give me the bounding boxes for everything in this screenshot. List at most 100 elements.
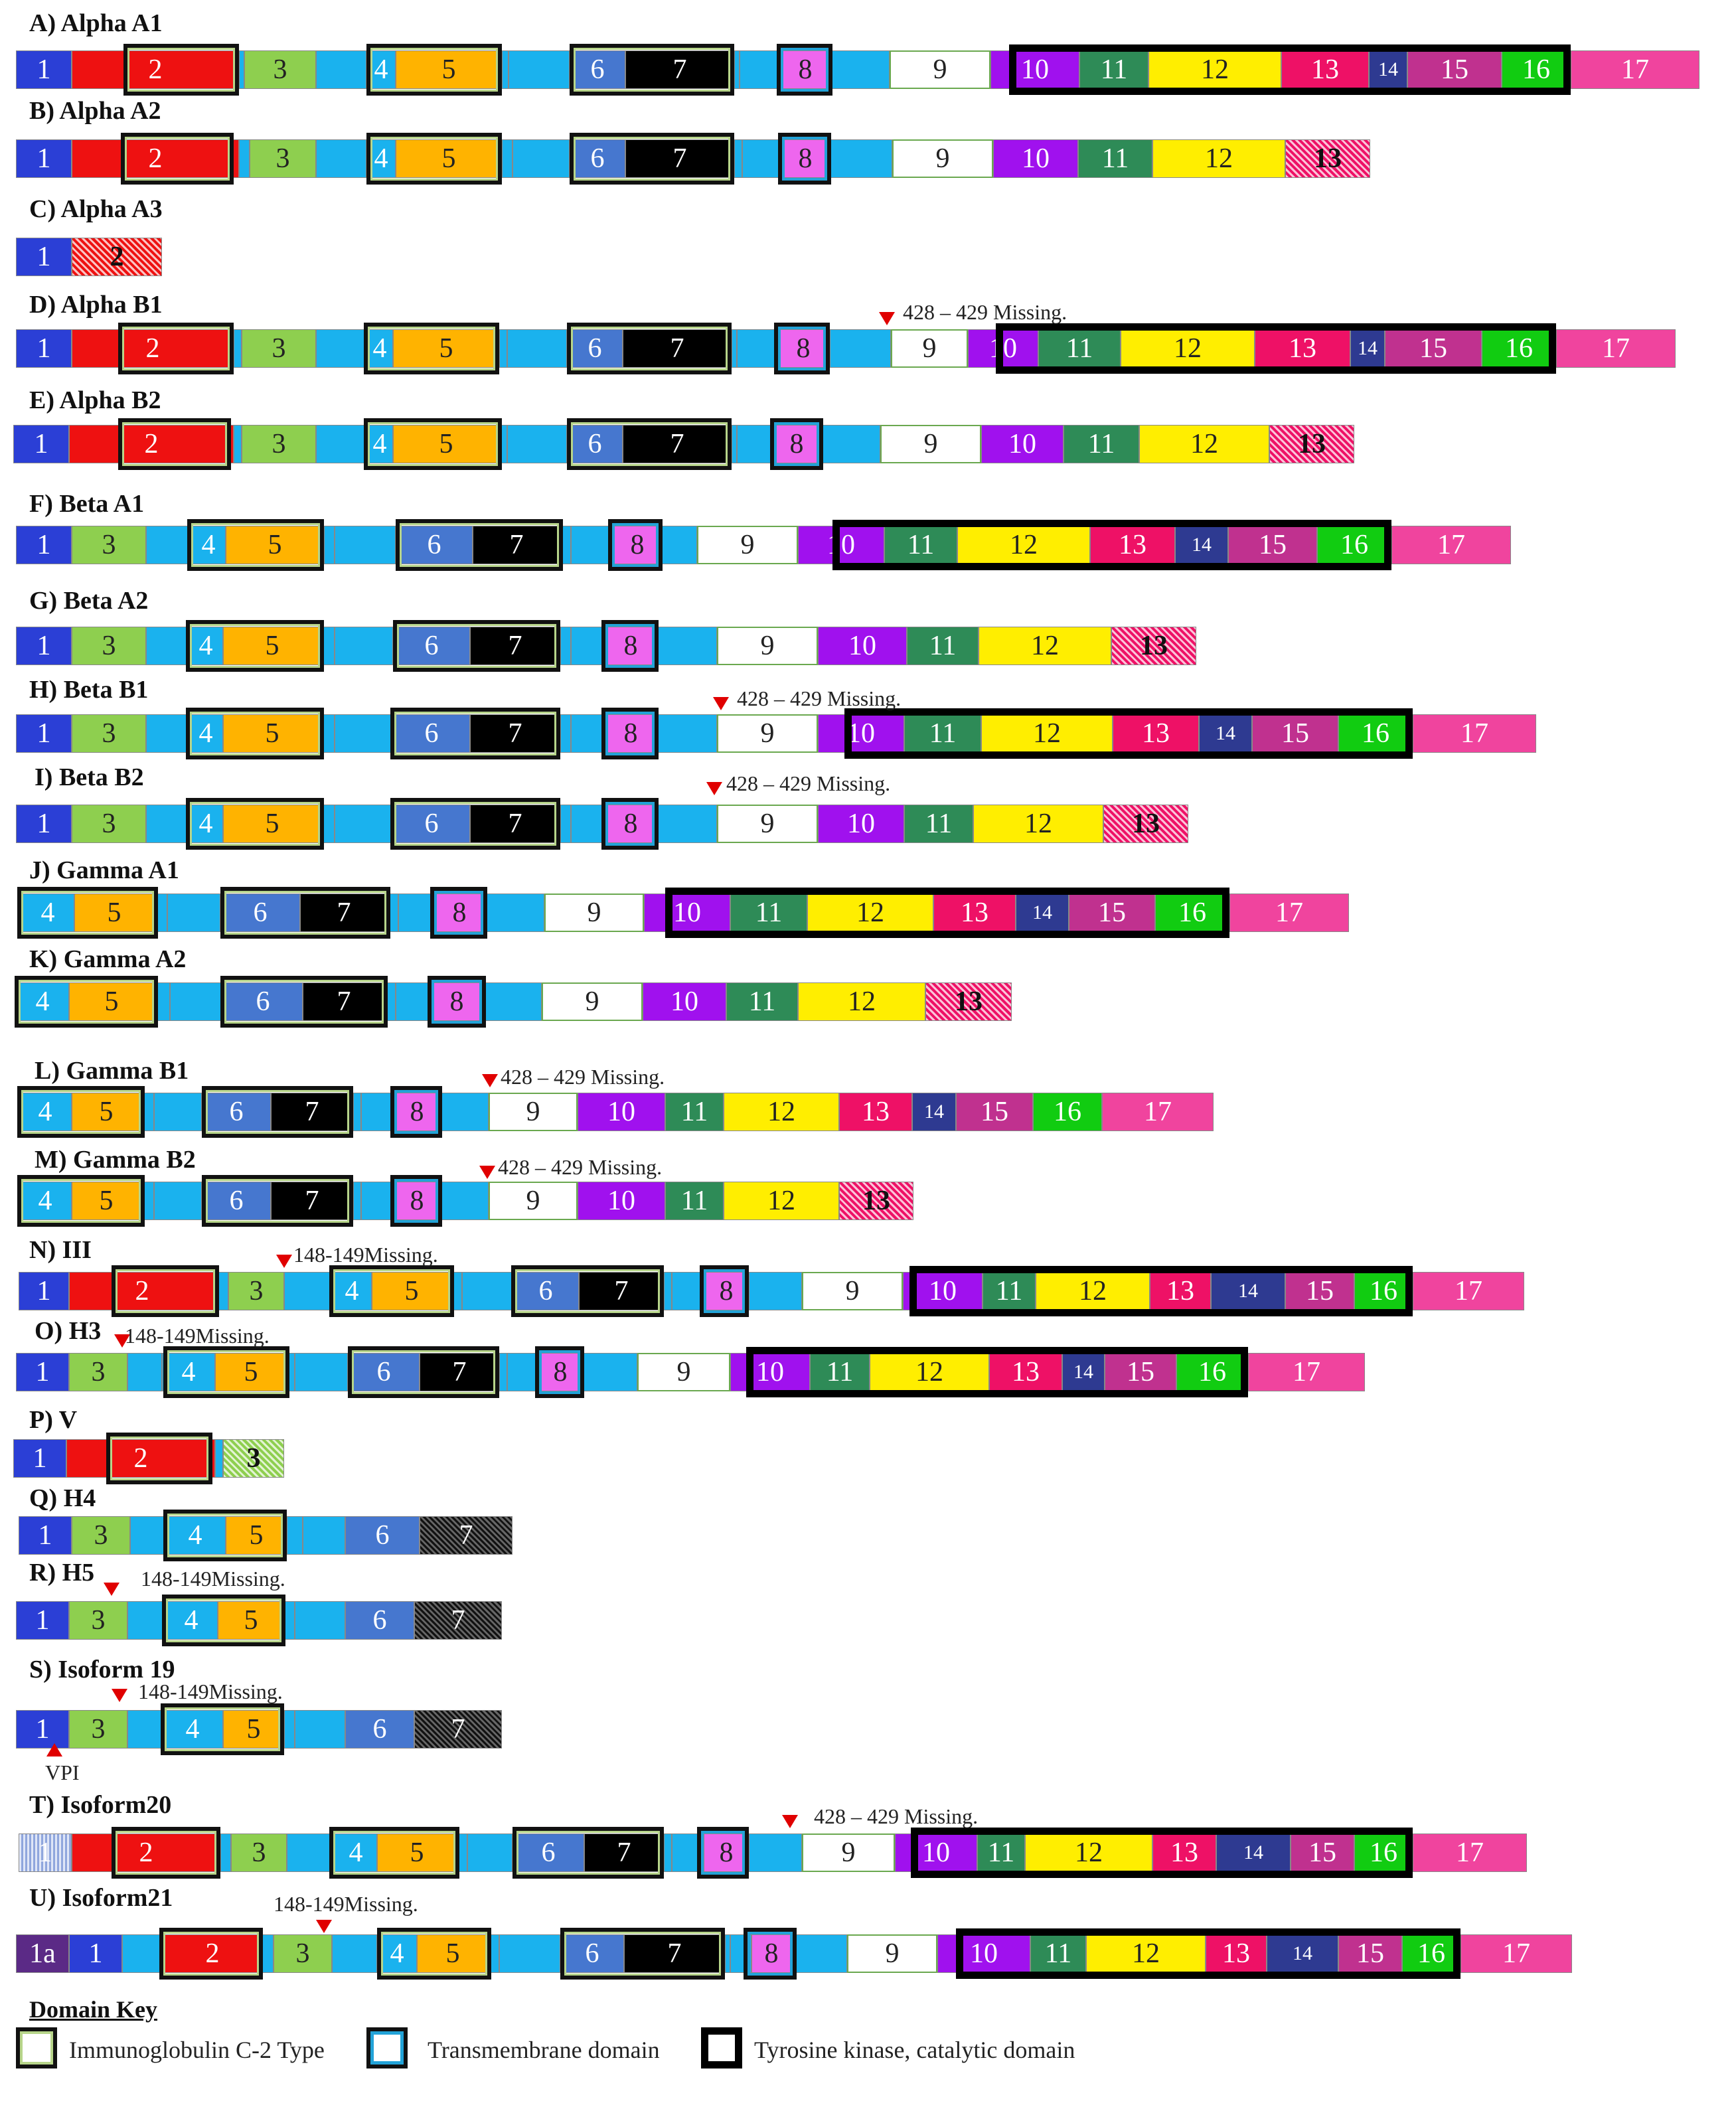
- exon-linker: [234, 425, 242, 463]
- exon-6: 6: [223, 982, 303, 1021]
- exon-10: 10: [937, 1934, 1030, 1973]
- exon-linker: [513, 139, 570, 178]
- exon-7: 7: [271, 1093, 353, 1131]
- exon-linker: [127, 1710, 162, 1749]
- exon-linker: [509, 50, 570, 89]
- exon-11: 11: [730, 894, 807, 932]
- exon-11: 11: [1064, 425, 1139, 463]
- exon-7: 7: [625, 139, 734, 178]
- exon-linker: [332, 1934, 377, 1973]
- exon-1: 1: [19, 1516, 72, 1555]
- exon-14: 14: [1175, 526, 1228, 564]
- exon-9: 9: [847, 1934, 937, 1973]
- exon-13: 13: [1103, 805, 1188, 843]
- exon-2: 2: [72, 1834, 220, 1872]
- exon-17: 17: [1102, 1093, 1214, 1131]
- exon-8: 8: [604, 805, 657, 843]
- exon-6: 6: [393, 805, 470, 843]
- exon-linker: [146, 805, 189, 843]
- isoform-label: S) Isoform 19: [29, 1656, 175, 1683]
- exon-linker: [740, 50, 782, 89]
- exon-1: 1: [16, 526, 72, 564]
- exon-1: 1: [16, 1601, 69, 1640]
- exon-1: 1: [16, 627, 72, 665]
- exon-6: 6: [348, 1353, 420, 1391]
- exon-linker: [361, 1182, 393, 1220]
- exon-4: 4: [21, 894, 74, 932]
- missing-annotation: 428 – 429 Missing.: [726, 771, 891, 795]
- exon-6: 6: [345, 1601, 414, 1640]
- exon-linker: [560, 805, 571, 843]
- exon-4: 4: [366, 425, 393, 463]
- exon-linker: [287, 1353, 295, 1391]
- isoform-label: J) Gamma A1: [29, 856, 179, 884]
- exon-9: 9: [892, 139, 993, 178]
- exon-16: 16: [1155, 894, 1229, 932]
- exon-linker: [507, 1353, 539, 1391]
- exon-linker: [316, 329, 366, 368]
- exon-7: 7: [470, 805, 560, 843]
- exon-1: 1: [69, 1934, 122, 1973]
- exon-linker: [737, 329, 777, 368]
- exon-12: 12: [1139, 425, 1269, 463]
- exon-linker: [737, 425, 777, 463]
- exon-6: 6: [393, 714, 470, 753]
- missing-marker-icon: [114, 1334, 130, 1348]
- exon-11: 11: [904, 714, 981, 753]
- missing-annotation: 148-149Missing.: [293, 1243, 438, 1267]
- exon-7: 7: [473, 526, 560, 564]
- missing-marker-icon: [879, 312, 895, 325]
- missing-marker-icon: [112, 1689, 127, 1702]
- exon-linker: [483, 982, 542, 1021]
- exon-linker: [141, 1093, 154, 1131]
- exon-linker: [441, 1093, 489, 1131]
- exon-linker: [321, 805, 335, 843]
- missing-annotation: 428 – 429 Missing.: [501, 1065, 665, 1089]
- isoform-label: L) Gamma B1: [35, 1057, 189, 1085]
- exon-15: 15: [1105, 1353, 1176, 1391]
- exon-11: 11: [665, 1093, 724, 1131]
- exon-8: 8: [751, 1934, 791, 1973]
- exon-4: 4: [162, 1353, 215, 1391]
- exon-linker: [335, 526, 396, 564]
- key-tk-swatch: [701, 2027, 742, 2068]
- isoform-label: D) Alpha B1: [29, 291, 163, 319]
- exon-linker: [146, 526, 191, 564]
- exon-linker: [122, 1934, 165, 1973]
- isoform-label: C) Alpha A3: [29, 195, 163, 223]
- exon-8: 8: [433, 894, 486, 932]
- exon-12: 12: [1148, 50, 1281, 89]
- exon-16: 16: [1402, 1934, 1460, 1973]
- isoform-label: M) Gamma B2: [35, 1146, 196, 1174]
- exon-16: 16: [1176, 1353, 1248, 1391]
- exon-6: 6: [570, 139, 625, 178]
- exon-9: 9: [717, 627, 818, 665]
- missing-marker-icon: [479, 1166, 495, 1179]
- exon-3: 3: [231, 1834, 287, 1872]
- exon-8: 8: [782, 139, 829, 178]
- exon-5: 5: [417, 1934, 489, 1973]
- exon-15: 15: [1069, 894, 1155, 932]
- exon-7: 7: [623, 329, 732, 368]
- exon-2: 2: [72, 238, 162, 276]
- exon-8: 8: [777, 329, 830, 368]
- exon-linker: [571, 627, 604, 665]
- exon-11: 11: [983, 1272, 1036, 1310]
- isoform-label: F) Beta A1: [29, 490, 145, 518]
- exon-1a: 1a: [16, 1934, 69, 1973]
- exon-3: 3: [72, 1516, 130, 1555]
- exon-1: 1: [16, 1353, 69, 1391]
- exon-linker: [507, 329, 567, 368]
- exon-2: 2: [72, 139, 239, 178]
- exon-linker: [467, 1834, 513, 1872]
- exon-9: 9: [637, 1353, 730, 1391]
- domain-key-title: Domain Key: [29, 1996, 157, 2023]
- exon-13: 13: [933, 894, 1016, 932]
- exon-9: 9: [802, 1834, 895, 1872]
